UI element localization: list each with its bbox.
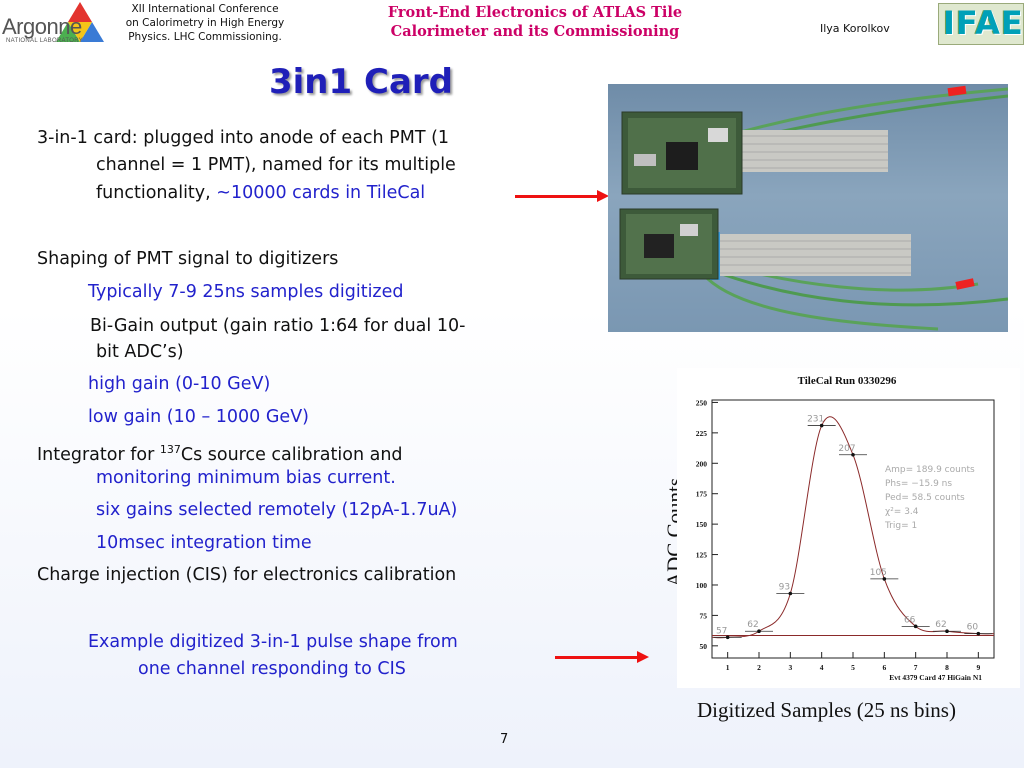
y-tick-label: 50 <box>700 642 708 651</box>
conference-line: on Calorimetry in High Energy <box>125 17 285 29</box>
page-number: 7 <box>500 732 509 747</box>
y-tick-label: 250 <box>696 398 708 407</box>
data-point-label: 105 <box>870 568 887 578</box>
bullet-text: monitoring minimum bias current. <box>96 468 396 488</box>
y-tick-label: 125 <box>696 551 708 560</box>
slide-title: 3in1 Card <box>268 62 453 102</box>
fit-stat-text: Phs= −15.9 ns <box>885 479 952 489</box>
data-point-label: 62 <box>747 620 758 630</box>
x-tick-label: 8 <box>945 663 949 672</box>
data-point-label: 93 <box>779 583 790 593</box>
y-tick-label: 175 <box>696 490 708 499</box>
argonne-logo-text: Argonne <box>2 14 82 39</box>
card-count-text: ~10000 cards in TileCal <box>216 183 426 203</box>
ifae-logo: IFAE <box>938 3 1024 45</box>
y-tick-label: 75 <box>700 611 708 620</box>
fit-stat-text: Trig= 1 <box>884 521 917 531</box>
argonne-logo-subtext: NATIONAL LABORATORY <box>6 38 84 44</box>
bullet-text-part: Cs source calibration and <box>180 444 403 465</box>
fit-stat-text: χ²= 3.4 <box>885 507 919 517</box>
data-point <box>757 629 761 634</box>
sub-bullet-text: low gain (10 – 1000 GeV) <box>88 407 309 427</box>
argonne-logo: Argonne NATIONAL LABORATORY <box>0 0 116 46</box>
ifae-logo-text: IFAE <box>943 4 1024 42</box>
bullet-text: Shaping of PMT signal to digitizers <box>37 249 339 269</box>
bullet-text-part: functionality, <box>96 183 217 203</box>
example-text: Example digitized 3-in-1 pulse shape fro… <box>88 632 458 652</box>
data-point <box>976 631 981 636</box>
data-point-label: 60 <box>967 623 979 633</box>
fit-stat-text: Amp= 189.9 counts <box>885 465 975 475</box>
data-point <box>913 624 918 629</box>
data-point <box>945 629 949 634</box>
x-tick-label: 5 <box>851 663 855 672</box>
y-tick-label: 100 <box>696 581 708 590</box>
sub-bullet-text: Typically 7-9 25ns samples digitized <box>88 282 404 302</box>
sub-bullet-text: high gain (0-10 GeV) <box>88 374 271 394</box>
x-tick-label: 7 <box>914 663 918 672</box>
fit-stat-text: Ped= 58.5 counts <box>885 493 965 503</box>
conference-line: XII International Conference <box>131 3 279 15</box>
sub-bullet-text: bit ADC’s) <box>96 342 184 362</box>
sub-bullet-text: Bi-Gain output (gain ratio 1:64 for dual… <box>90 316 466 336</box>
x-tick-label: 3 <box>788 663 792 672</box>
data-point <box>725 635 730 640</box>
y-tick-label: 225 <box>696 429 708 438</box>
data-point-label: 57 <box>716 626 727 636</box>
y-tick-label: 150 <box>696 520 708 529</box>
talk-title: Front-End Electronics of ATLAS Tile Calo… <box>340 3 730 41</box>
y-tick-label: 200 <box>696 459 708 468</box>
talk-title-line: Calorimeter and its Commissioning <box>390 23 680 40</box>
data-point <box>851 452 855 457</box>
x-tick-label: 1 <box>726 663 730 672</box>
sub-bullet-text: six gains selected remotely (12pA-1.7uA) <box>96 500 458 520</box>
conference-line: Physics. LHC Commissioning. <box>128 31 282 43</box>
talk-title-line: Front-End Electronics of ATLAS Tile <box>387 4 683 21</box>
bullet-text: functionality, ~10000 cards in TileCal <box>96 180 425 206</box>
pulse-shape-plot: TileCal Run 0330296 50751001251501752002… <box>696 375 995 682</box>
sub-bullet-text: 10msec integration time <box>96 533 312 553</box>
data-point <box>819 423 824 428</box>
chart-footer: Evt 4379 Card 47 HiGain N1 <box>889 673 982 682</box>
example-text: one channel responding to CIS <box>138 659 406 679</box>
x-tick-label: 2 <box>757 663 761 672</box>
data-point-label: 62 <box>935 620 946 630</box>
card-photo-drawing <box>619 85 1008 331</box>
x-tick-label: 9 <box>976 663 980 672</box>
data-point-label: 231 <box>807 415 824 425</box>
bullet-text: channel = 1 PMT), named for its multiple <box>96 155 456 175</box>
data-point-label: 66 <box>904 615 916 625</box>
data-point-label: 207 <box>838 444 855 454</box>
bullet-text-part: Integrator for <box>37 444 160 465</box>
argonne-triangle-icon <box>56 2 104 42</box>
x-tick-label: 6 <box>882 663 886 672</box>
red-arrow-icon <box>555 651 649 663</box>
x-tick-label: 4 <box>820 663 824 672</box>
bullet-text: Charge injection (CIS) for electronics c… <box>37 565 457 585</box>
bullet-text: Integrator for 137Cs source calibration … <box>37 437 403 468</box>
author-name: Ilya Korolkov <box>820 22 890 35</box>
conference-info: XII International Conference on Calorime… <box>120 2 290 44</box>
card-photo <box>608 84 1008 332</box>
chart-title: TileCal Run 0330296 <box>798 375 897 387</box>
plot-caption: Digitized Samples (25 ns bins) <box>697 698 956 722</box>
red-arrow-icon <box>515 190 609 202</box>
bullet-text: 3-in-1 card: plugged into anode of each … <box>37 128 450 148</box>
data-point <box>882 577 887 581</box>
isotope-superscript: 137 <box>159 443 181 456</box>
data-point <box>788 591 793 596</box>
